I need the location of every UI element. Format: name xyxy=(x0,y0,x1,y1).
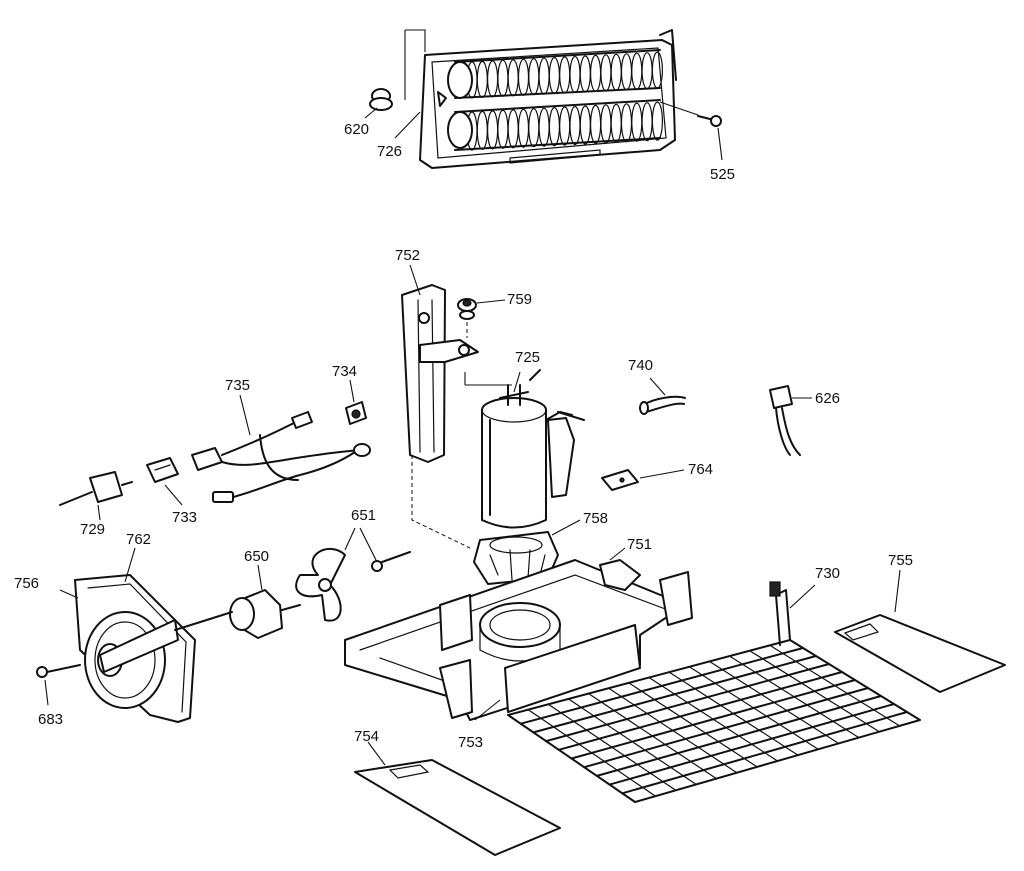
coil-loop xyxy=(569,55,581,94)
label-683: 683 xyxy=(38,711,63,728)
coil-loop xyxy=(610,53,622,91)
label-755: 755 xyxy=(888,552,913,569)
coil-loop xyxy=(620,53,633,91)
label-762: 762 xyxy=(126,531,151,548)
wire-harness-735 xyxy=(191,411,371,503)
drain-tube-764 xyxy=(601,469,639,491)
coil-loop xyxy=(641,52,653,90)
coil-tube xyxy=(557,671,843,751)
label-726: 726 xyxy=(377,143,402,160)
coil-loop xyxy=(487,110,499,150)
coil-loop xyxy=(610,103,622,143)
overload-729 xyxy=(59,471,133,506)
coil-loop xyxy=(641,102,653,142)
coil-tube xyxy=(532,655,817,734)
label-752: 752 xyxy=(395,247,420,264)
label-650: 650 xyxy=(244,548,269,565)
coil-loop xyxy=(476,110,488,150)
coil-loop xyxy=(651,51,664,89)
capacitor-734 xyxy=(345,401,367,425)
label-525: 525 xyxy=(710,166,735,183)
coil-loop xyxy=(600,104,612,144)
coil-loop xyxy=(589,104,602,145)
coil-loop xyxy=(538,107,550,147)
coil-loop xyxy=(538,57,550,95)
coil-loop xyxy=(476,60,488,99)
compressor-725 xyxy=(481,369,585,529)
coil-loop xyxy=(528,108,540,148)
label-730: 730 xyxy=(815,565,840,582)
bracket-752 xyxy=(401,284,479,463)
coil-tube xyxy=(519,647,804,725)
coil-loop xyxy=(651,101,664,141)
label-729: 729 xyxy=(80,521,105,538)
coil-loop xyxy=(559,106,571,146)
label-735: 735 xyxy=(225,377,250,394)
coil-row-bottom xyxy=(466,101,664,151)
coil-loop xyxy=(579,105,591,145)
power-cord-626 xyxy=(769,385,801,456)
relay-733 xyxy=(146,457,179,483)
coil-loop xyxy=(631,102,643,142)
grommet-620 xyxy=(369,88,393,111)
coil-grid xyxy=(519,644,908,797)
coil-loop xyxy=(528,58,540,96)
label-626: 626 xyxy=(815,390,840,407)
condenser-coil-assembly xyxy=(404,29,677,169)
condenser-coil-730 xyxy=(507,581,921,803)
label-764: 764 xyxy=(688,461,713,478)
label-754: 754 xyxy=(354,728,379,745)
label-758: 758 xyxy=(583,510,608,527)
label-651: 651 xyxy=(351,507,376,524)
fan-shroud-756 xyxy=(74,574,196,723)
screw-525 xyxy=(697,115,722,127)
coil-tube xyxy=(621,711,908,795)
coil-tube xyxy=(608,703,895,786)
coil-loop xyxy=(517,58,530,96)
label-753: 753 xyxy=(458,734,483,751)
coil-loop xyxy=(548,106,561,147)
coil-loop xyxy=(559,56,571,94)
fan-blade-651 xyxy=(295,547,411,622)
thermostat-740 xyxy=(639,395,686,415)
coil-loop xyxy=(487,60,499,98)
coil-loop xyxy=(507,59,519,97)
fan-motor-650 xyxy=(174,589,301,639)
label-756: 756 xyxy=(14,575,39,592)
callout-labels: 620 726 525 752 759 725 740 626 735 734 … xyxy=(14,121,913,751)
coil-loop xyxy=(600,54,612,92)
panel-754 xyxy=(354,759,561,856)
coil-tube xyxy=(595,695,882,777)
coil-loop xyxy=(631,52,643,90)
screw-683 xyxy=(36,664,81,678)
label-759: 759 xyxy=(507,291,532,308)
base-pan-751 xyxy=(344,559,693,721)
label-725: 725 xyxy=(515,349,540,366)
label-751: 751 xyxy=(627,536,652,553)
coil-loop xyxy=(497,59,509,97)
coil-loop xyxy=(620,103,633,143)
coil-tube xyxy=(583,687,869,769)
label-734: 734 xyxy=(332,363,357,380)
panel-755 xyxy=(834,614,1006,693)
coil-loop xyxy=(548,56,561,95)
coil-loop xyxy=(497,109,509,149)
label-740: 740 xyxy=(628,357,653,374)
coil-tube xyxy=(570,679,856,760)
label-733: 733 xyxy=(172,509,197,526)
coil-loop xyxy=(579,55,591,93)
coil-loop xyxy=(517,108,530,148)
coil-loop xyxy=(569,105,581,146)
coil-loop xyxy=(507,109,519,149)
grommet-759 xyxy=(457,298,477,320)
coil-tube xyxy=(545,663,830,743)
coil-loop xyxy=(589,54,602,93)
label-620: 620 xyxy=(344,121,369,138)
